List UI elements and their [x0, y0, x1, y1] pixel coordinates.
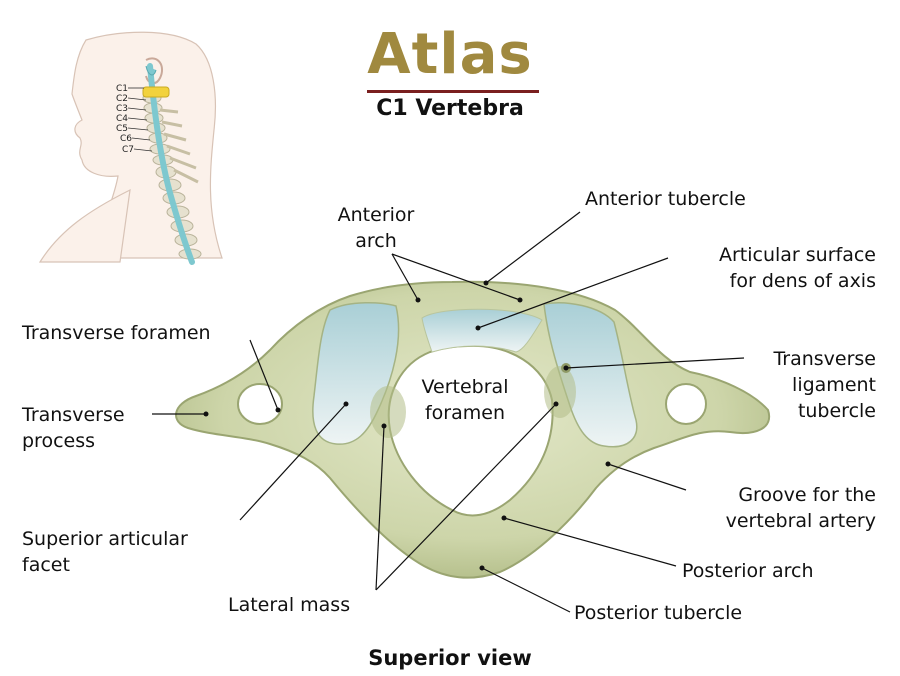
right-transverse-foramen [665, 383, 707, 425]
label-posterior-tubercle: Posterior tubercle [574, 602, 743, 624]
label-anterior-tubercle: Anterior tubercle [585, 188, 746, 210]
dens-articular-surface [421, 308, 543, 353]
label-anterior-arch: Anterior arch [337, 204, 415, 252]
inset-label-c7: C7 [122, 145, 134, 155]
leader-posterior-arch [503, 517, 677, 567]
inset-vertebra-labels: C1 C2 C3 C4 C5 C6 C7 [116, 84, 134, 155]
leader-articular-dens [477, 257, 669, 329]
label-lateral-mass: Lateral mass [228, 594, 351, 616]
label-transverse-process: Transverse process [22, 404, 125, 452]
leader-transverse-foramen [249, 339, 279, 411]
inset-label-c4: C4 [116, 114, 128, 124]
leader-anterior-tubercle [485, 211, 581, 284]
inset-label-c3: C3 [116, 104, 128, 114]
spinous-processes [159, 108, 199, 184]
leader-transverse-ligament-tubercle [565, 357, 745, 369]
diagram-title: Atlas [367, 22, 533, 87]
leader-lateral-mass-left [375, 425, 385, 591]
inset-label-c1: C1 [116, 84, 128, 94]
shoulder-silhouette [38, 188, 131, 263]
inset-label-c6: C6 [120, 134, 132, 144]
label-transverse-ligament-tubercle: Transverse ligament tubercle [773, 348, 876, 422]
brainstem [145, 65, 157, 76]
spinal-cord [147, 63, 195, 265]
label-articular-surface-dens: Articular surface for dens of axis [718, 244, 876, 292]
leader-groove-vertebral-artery [607, 463, 687, 491]
label-superior-articular-facet: Superior articular facet [22, 528, 188, 576]
inset-label-c2: C2 [116, 94, 128, 104]
label-transverse-foramen: Transverse foramen [22, 322, 211, 344]
atlas-vertebra [175, 280, 771, 579]
leader-lateral-mass-right [375, 403, 557, 591]
label-groove-vertebral-artery: Groove for the vertebral artery [725, 484, 876, 532]
label-vertebral-foramen: Vertebral foramen [421, 376, 509, 424]
leader-posterior-tubercle [481, 567, 571, 613]
leader-anterior-arch-left [391, 253, 419, 301]
view-caption: Superior view [368, 646, 532, 670]
leader-superior-articular-facet [239, 403, 347, 521]
c1-highlight [142, 86, 170, 98]
leader-anterior-arch-right [391, 253, 521, 301]
leader-endpoints [203, 280, 611, 571]
inset-label-c5: C5 [116, 124, 128, 134]
label-posterior-arch: Posterior arch [682, 560, 814, 582]
head-neck-silhouette [71, 31, 223, 259]
left-lateral-mass-shade [370, 386, 406, 438]
right-lateral-mass-shade [544, 366, 576, 418]
neck-inset: C1 C2 C3 C4 C5 C6 C7 [38, 31, 223, 265]
leader-lines [152, 211, 745, 613]
title-underline [367, 90, 539, 93]
inset-label-pointers [127, 87, 153, 152]
diagram-subtitle: C1 Vertebra [376, 96, 524, 121]
